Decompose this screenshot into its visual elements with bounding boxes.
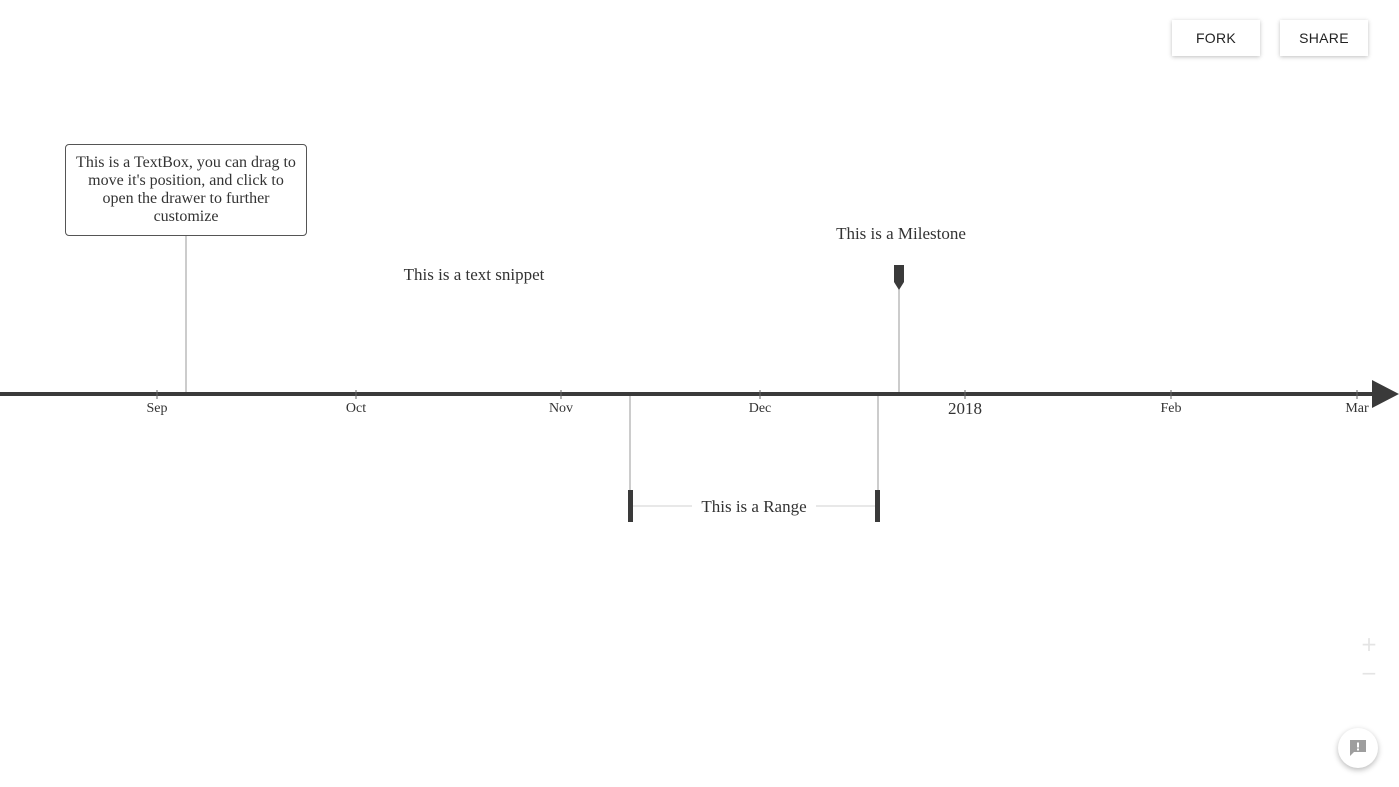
share-button[interactable]: SHARE [1280,20,1368,56]
milestone-label[interactable]: This is a Milestone [836,224,966,243]
timeline-textbox[interactable]: This is a TextBox, you can drag to move … [65,144,307,236]
tick-label-2018: 2018 [948,399,982,418]
axis-arrow-icon [1372,380,1399,408]
tick-label-oct: Oct [346,401,366,416]
range-label[interactable]: This is a Range [701,497,806,516]
milestone-marker-icon[interactable] [894,265,904,290]
tick-label-sep: Sep [147,401,168,416]
tick-label-dec: Dec [749,401,772,416]
feedback-button[interactable] [1338,728,1378,768]
tick-label-feb: Feb [1161,401,1182,416]
textbox-text: This is a TextBox, you can drag to move … [76,154,296,225]
tick-label-nov: Nov [549,401,573,416]
zoom-out-button[interactable]: − [1358,662,1380,684]
tick-label-mar: Mar [1345,401,1369,416]
feedback-icon [1350,740,1366,756]
range-end-handle[interactable] [875,490,880,522]
fork-button[interactable]: FORK [1172,20,1260,56]
range-start-handle[interactable] [628,490,633,522]
axis-ticks [156,390,1358,399]
zoom-in-button[interactable]: + [1358,633,1380,655]
range-label-bg [692,496,816,516]
text-snippet[interactable]: This is a text snippet [404,265,545,284]
